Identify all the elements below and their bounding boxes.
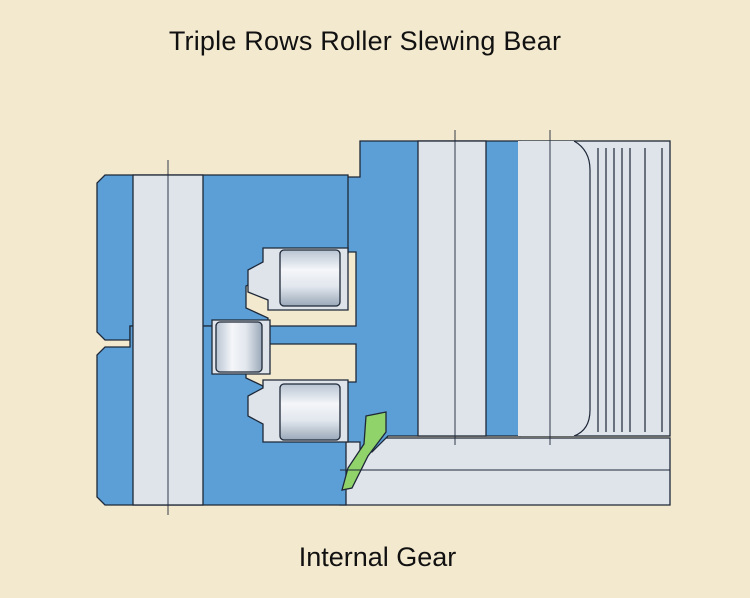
radial-roller bbox=[215, 321, 263, 373]
diagram-caption: Internal Gear bbox=[298, 542, 457, 572]
inner-ring-lower-flange bbox=[339, 437, 671, 506]
lower-roller bbox=[279, 383, 341, 441]
seal bbox=[341, 411, 387, 491]
bolt-hole-band bbox=[417, 140, 487, 437]
bolt-hole-band bbox=[518, 141, 574, 436]
upper-roller bbox=[279, 249, 341, 307]
gear-teeth-lines bbox=[573, 140, 663, 437]
center-lines bbox=[167, 130, 670, 515]
diagram-title: Triple Rows Roller Slewing Bear bbox=[168, 26, 562, 56]
